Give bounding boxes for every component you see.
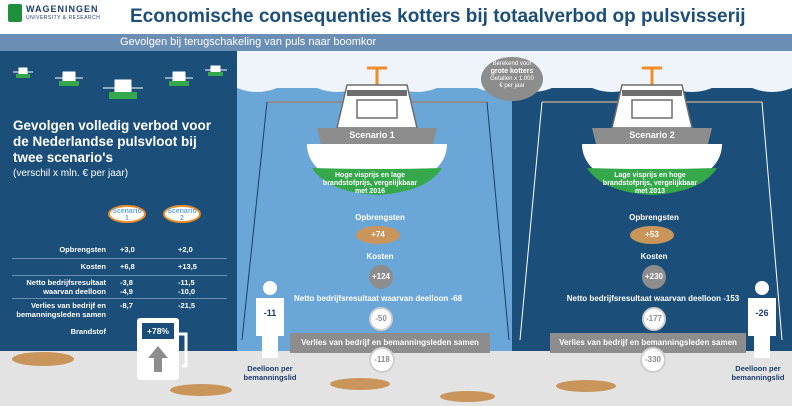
fish-icon: [630, 226, 674, 244]
s2-kosten-value: +230: [642, 265, 666, 289]
divider: [12, 298, 227, 299]
brandstof-value: +78%: [142, 323, 174, 339]
note-line-3: Getallen x 1.000 € per jaar: [490, 76, 534, 89]
row-kosten-label: Kosten: [80, 262, 106, 271]
s2-deelloon-value: -26: [755, 308, 769, 318]
fish-icon: [440, 391, 495, 402]
scenario-2-description: Lage visprijs en hoge brandstofprijs, ve…: [602, 172, 698, 195]
seabed: [0, 351, 792, 406]
scenario-1-description: Hoge visprijs en lage brandstofprijs, ve…: [322, 172, 418, 195]
panel-title: Gevolgen volledig verbod voor de Nederla…: [13, 118, 212, 165]
s2-verlies-value: -330: [640, 347, 666, 373]
fleet-icon: [13, 65, 227, 99]
panel-note: (verschil x mln. € per jaar): [13, 168, 129, 179]
logo-subtitle: UNIVERSITY & RESEARCH: [26, 15, 101, 21]
s1-verlies-banner: Verlies van bedrijf en bemanningsleden s…: [290, 333, 490, 353]
arrow-up-icon: [148, 346, 168, 372]
s2-netto-label: Netto bedrijfsresultaat waarvan deelloon…: [566, 294, 740, 303]
left-panel: [0, 51, 237, 351]
row-opbrengsten-s2: +2,0: [178, 245, 193, 254]
s1-netto-label: Netto bedrijfsresultaat waarvan deelloon…: [293, 294, 463, 303]
s2-netto-value: -177: [642, 307, 666, 331]
waves-icon: [237, 80, 792, 92]
row-verlies-s1: -8,7: [120, 301, 133, 310]
row-kosten-s1: +6,8: [120, 262, 135, 271]
brandstof-label: Brandstof: [70, 327, 106, 336]
fish-icon: [12, 352, 74, 366]
page-title: Economische consequenties kotters bij to…: [130, 6, 746, 27]
s2-verlies-banner: Verlies van bedrijf en bemanningsleden s…: [550, 333, 746, 353]
boat-1-icon: [241, 66, 510, 341]
fish-icon: [170, 384, 232, 396]
logo-name: WAGENINGEN: [26, 4, 99, 14]
row-verlies-s2: -21,5: [178, 301, 196, 310]
note-circle: [481, 57, 543, 101]
s2-deelloon-label: Deelloon per bemanningslid: [731, 364, 785, 382]
scenario-2-tag: Scenario 2: [163, 205, 201, 223]
note-line-2: grote kotters: [490, 68, 534, 75]
fisherman-2-icon: [748, 281, 776, 358]
fish-icon: [330, 378, 390, 390]
page-subtitle: Gevolgen bij terugschakeling van puls na…: [120, 36, 377, 48]
scenario-1-tag: Scenario 1: [108, 205, 146, 223]
row-opbrengsten-s1: +3,0: [120, 245, 135, 254]
row-netto-label: Netto bedrijfsresultaat waarvan deelloon: [26, 278, 106, 296]
s1-kosten-value: +124: [369, 265, 393, 289]
subtitle-bar: [0, 34, 792, 51]
row-opbrengsten-label: Opbrengsten: [59, 245, 106, 254]
s1-opbrengsten-value: +74: [371, 230, 385, 239]
scenario-2-label: Scenario 2: [629, 130, 675, 140]
scenario-1-label: Scenario 1: [349, 130, 395, 140]
row-netto-s2: -11,5 -10,0: [178, 278, 196, 296]
note-line-1: Berekend voor: [492, 61, 532, 67]
divider: [12, 258, 227, 259]
s2-opbrengsten-label: Opbrengsten: [629, 213, 679, 222]
boat-2-icon: [519, 66, 783, 341]
s2-kosten-label: Kosten: [640, 252, 668, 261]
fish-icon: [356, 226, 400, 244]
s1-deelloon-value: -11: [263, 308, 277, 318]
row-kosten-s2: +13,5: [178, 262, 197, 271]
s1-verlies-value: -118: [369, 347, 395, 373]
s1-deelloon-label: Deelloon per bemanningslid: [243, 364, 297, 382]
s2-opbrengsten-value: +53: [645, 230, 659, 239]
s1-opbrengsten-label: Opbrengsten: [355, 213, 405, 222]
s1-netto-value: -50: [369, 307, 393, 331]
fish-icon: [556, 380, 616, 392]
divider: [12, 275, 227, 276]
fisherman-1-icon: [256, 281, 284, 358]
row-verlies-label: Verlies van bedrijf en bemanningsleden s…: [16, 301, 106, 319]
fuel-hose-icon: [178, 332, 188, 368]
header: [0, 0, 792, 34]
logo-icon: [8, 4, 22, 22]
s1-kosten-label: Kosten: [366, 252, 394, 261]
row-netto-s1: -3,8 -4,9: [120, 278, 133, 296]
